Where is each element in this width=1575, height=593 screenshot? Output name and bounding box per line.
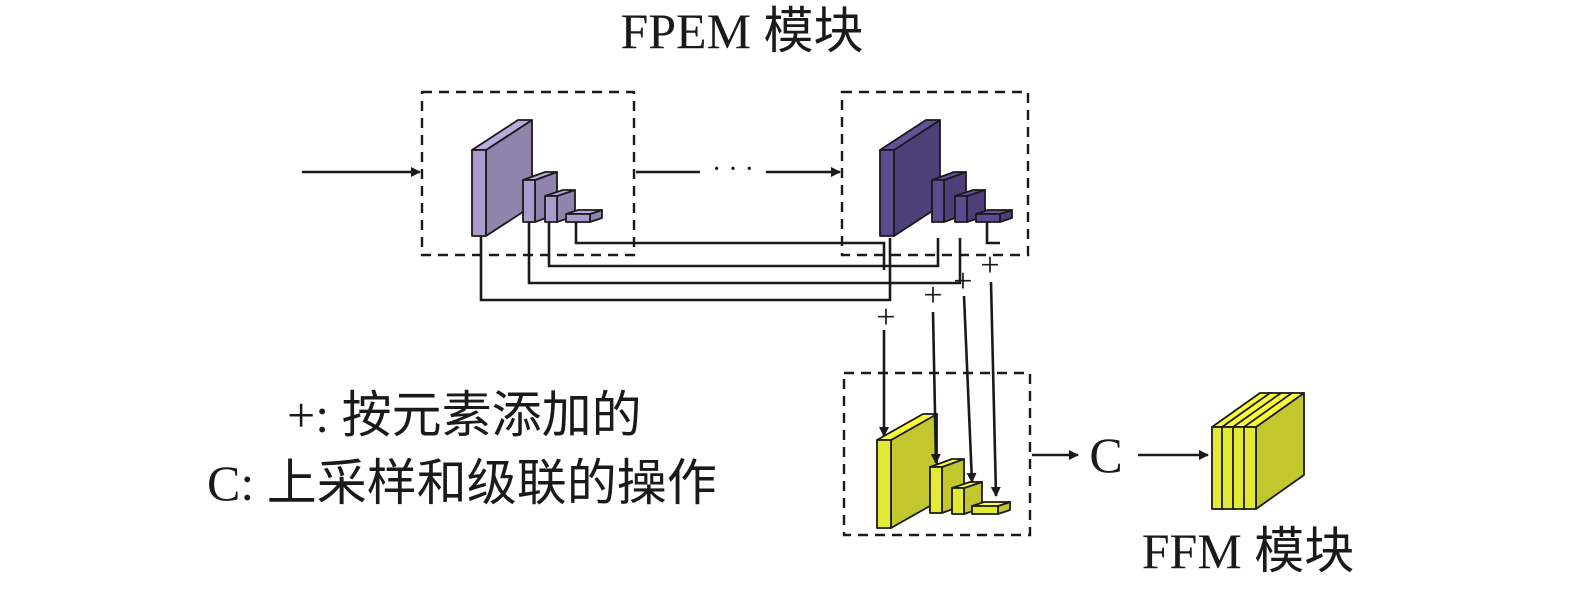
plus-sign-3: + [953,263,972,300]
pyr-out-block-2-front [931,179,945,223]
ffm-output-slab-4-front [1243,426,1257,510]
fpem-output-pyramid [879,119,1013,237]
pyr-out-block-1 [879,119,941,237]
add-arrow-2 [930,311,941,464]
pyr-ffm-block-1-front [876,439,892,529]
concat-symbol: C [1089,427,1122,483]
pyr-in-block-4 [565,209,603,223]
ffm-input-box [842,371,1032,537]
plus-sign-2: + [923,277,942,314]
pyr-in-block-1 [471,119,533,237]
pyr-out-block-4-front [975,213,1001,223]
pyr-ffm-block-2-front [929,466,943,514]
pyr-ffm-block-4 [971,501,1011,515]
pyr-in-block-1-front [471,149,487,237]
skip-wire-2 [547,222,940,268]
fpem-title: FPEM 模块 [620,3,863,59]
fpem-input-pyramid [471,119,603,237]
fpem-output-box [840,90,1030,257]
ffm-input-pyramid [876,413,1011,529]
skip-wire-1 [574,222,886,270]
pyr-ffm-block-1 [876,413,938,529]
pyr-ffm-block-3-front [951,487,965,515]
pyr-ffm-block-4-front [971,505,999,515]
skip-wire-3 [527,222,962,285]
pyr-in-block-4-front [565,213,591,223]
ffm-label: FFM 模块 [1142,523,1355,579]
plus-sign-4: + [980,247,999,284]
skip-connections [479,222,1000,302]
pyr-in-block-2-front [522,179,536,223]
skip-wire-5 [985,222,1000,245]
pyr-in-block-3-front [544,195,558,223]
plus-sign-1: + [876,299,895,336]
ffm-output-slab-4 [1243,392,1305,510]
pyr-out-block-3-front [954,195,968,223]
pyr-out-block-4 [975,209,1013,223]
legend-c-line: C: 上采样和级联的操作 [207,455,717,511]
ellipsis: · · · [712,154,754,185]
add-arrows: + + + + [876,247,1001,497]
add-arrow-4 [989,281,1001,497]
skip-wire-4 [479,236,892,302]
add-arrow-3 [962,295,977,483]
legend-plus-line: +: 按元素添加的 [287,387,642,443]
ffm-output-stack [1211,392,1305,510]
pyr-out-block-1-front [879,149,895,237]
